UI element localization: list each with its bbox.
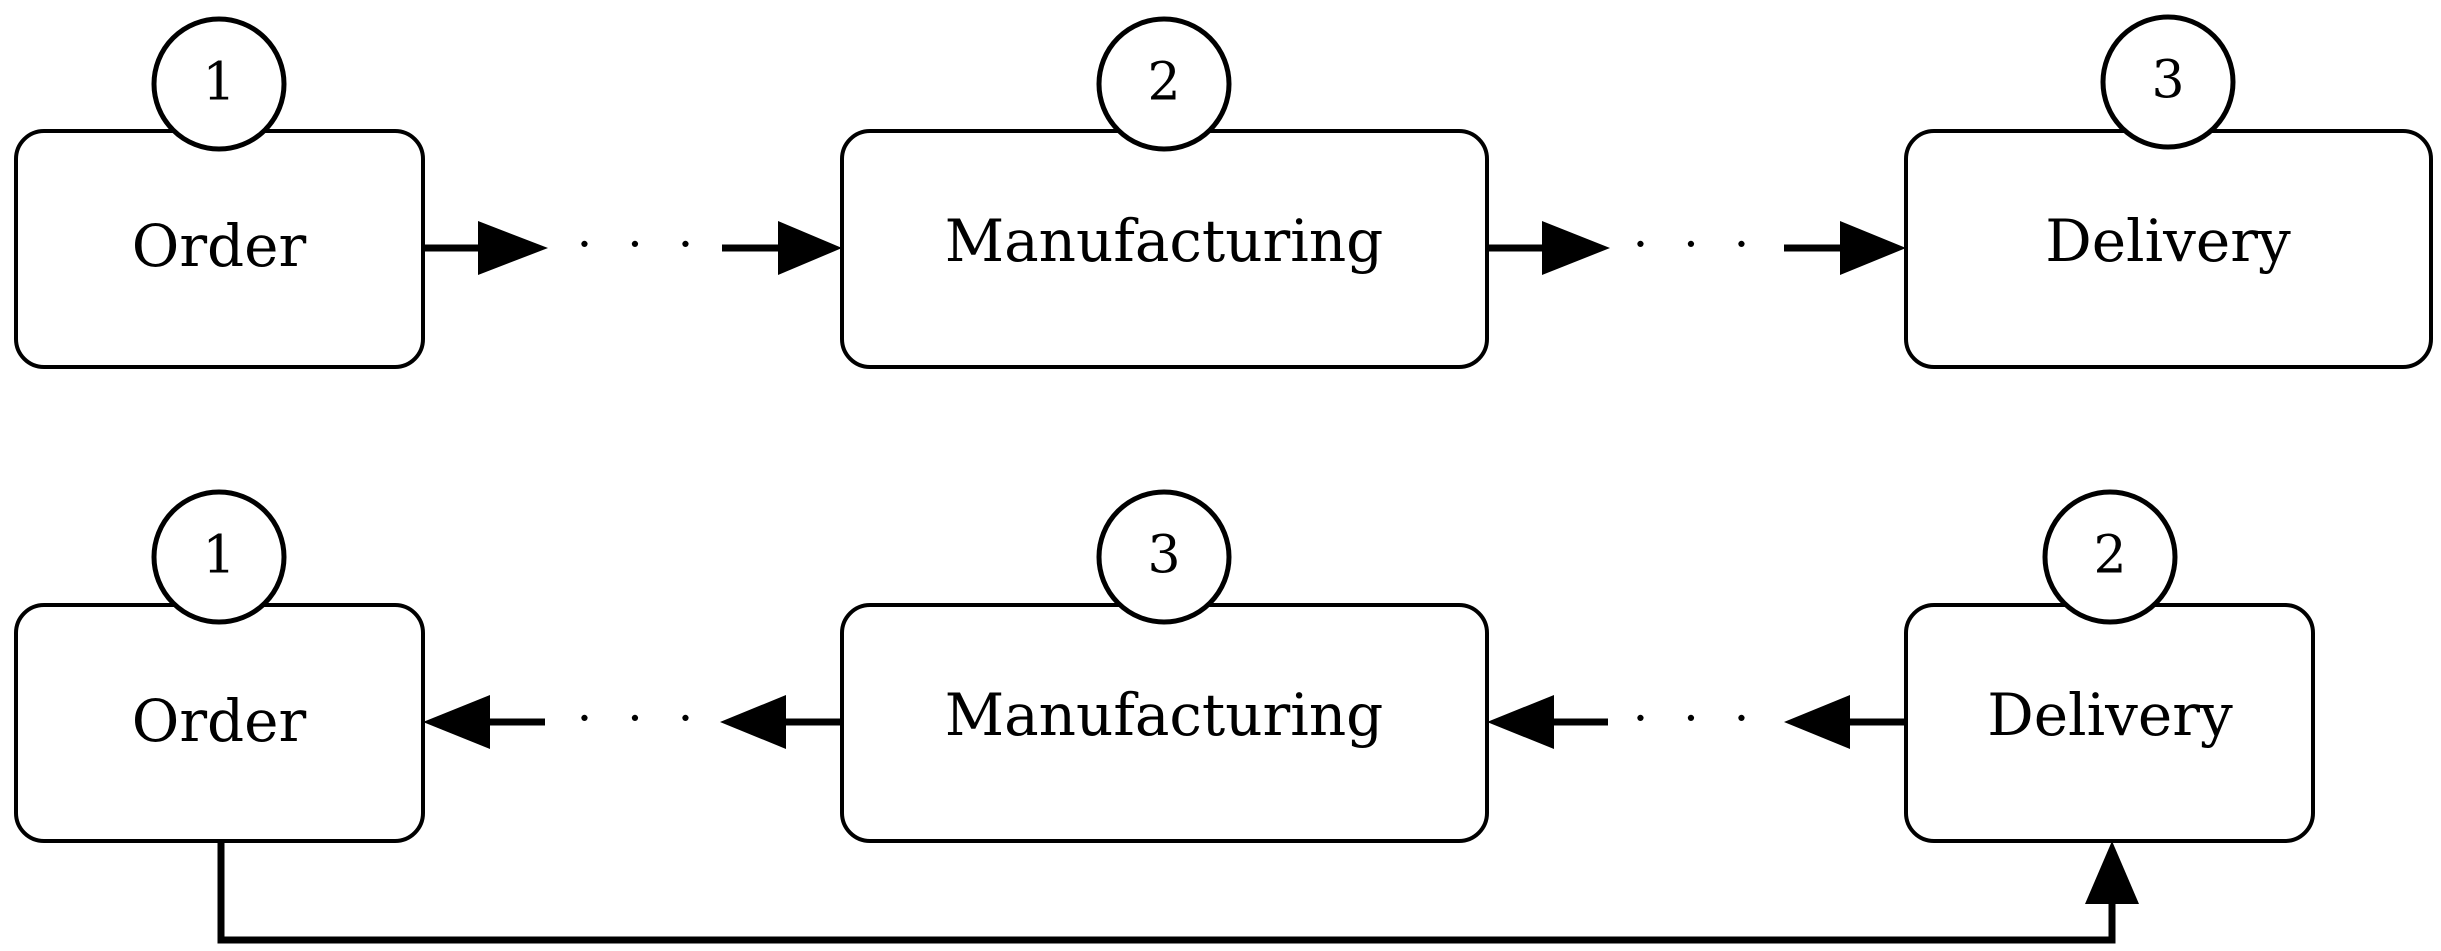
row1-ellipsis-1: · · · — [577, 217, 703, 273]
row1-arrow-2 — [722, 221, 842, 275]
row-backward: Order 1 · · · Manufacturing 3 · · · — [14, 489, 2315, 944]
row1-arrow-3 — [1487, 221, 1610, 275]
row2-arrow-2 — [720, 695, 842, 749]
row2-return-connector — [217, 841, 2139, 944]
row1-manufacturing-node: Manufacturing 2 — [840, 16, 1489, 369]
row1-order-node: Order 1 — [14, 16, 425, 369]
row1-arrow-1 — [423, 221, 548, 275]
row2-manufacturing-badge-number: 3 — [1147, 526, 1180, 586]
row2-arrow-3 — [1487, 695, 1608, 749]
row1-delivery-badge-number: 3 — [2151, 51, 2184, 111]
row-forward: Order 1 · · · Manufacturing 2 · · · — [14, 14, 2433, 369]
row2-delivery-node: Delivery 2 — [1904, 489, 2315, 843]
row1-manufacturing-badge-number: 2 — [1147, 53, 1180, 113]
row1-manufacturing-badge — [1096, 16, 1232, 152]
row2-order-label: Order — [132, 687, 307, 755]
row2-ellipsis-1: · · · — [577, 691, 703, 747]
row2-manufacturing-badge — [1096, 489, 1232, 625]
row1-manufacturing-label: Manufacturing — [945, 207, 1384, 275]
row2-arrow-1 — [423, 695, 545, 749]
row2-order-node: Order 1 — [14, 489, 425, 843]
row1-delivery-node: Delivery 3 — [1904, 14, 2433, 369]
row2-delivery-badge-number: 2 — [2093, 526, 2126, 586]
row2-order-badge — [151, 489, 287, 625]
row2-manufacturing-label: Manufacturing — [945, 681, 1384, 749]
row2-delivery-label: Delivery — [1987, 681, 2233, 749]
row2-ellipsis-2: · · · — [1633, 691, 1759, 747]
row1-ellipsis-2: · · · — [1633, 217, 1759, 273]
row2-manufacturing-node: Manufacturing 3 — [840, 489, 1489, 843]
row2-arrow-4 — [1784, 695, 1906, 749]
row2-order-badge-number: 1 — [202, 526, 235, 586]
row1-order-label: Order — [132, 212, 307, 280]
row1-order-badge — [151, 16, 287, 152]
row1-delivery-label: Delivery — [2045, 207, 2291, 275]
row2-delivery-badge — [2042, 489, 2178, 625]
row1-arrow-4 — [1784, 221, 1906, 275]
row1-delivery-badge — [2100, 14, 2236, 150]
row1-order-badge-number: 1 — [202, 53, 235, 113]
